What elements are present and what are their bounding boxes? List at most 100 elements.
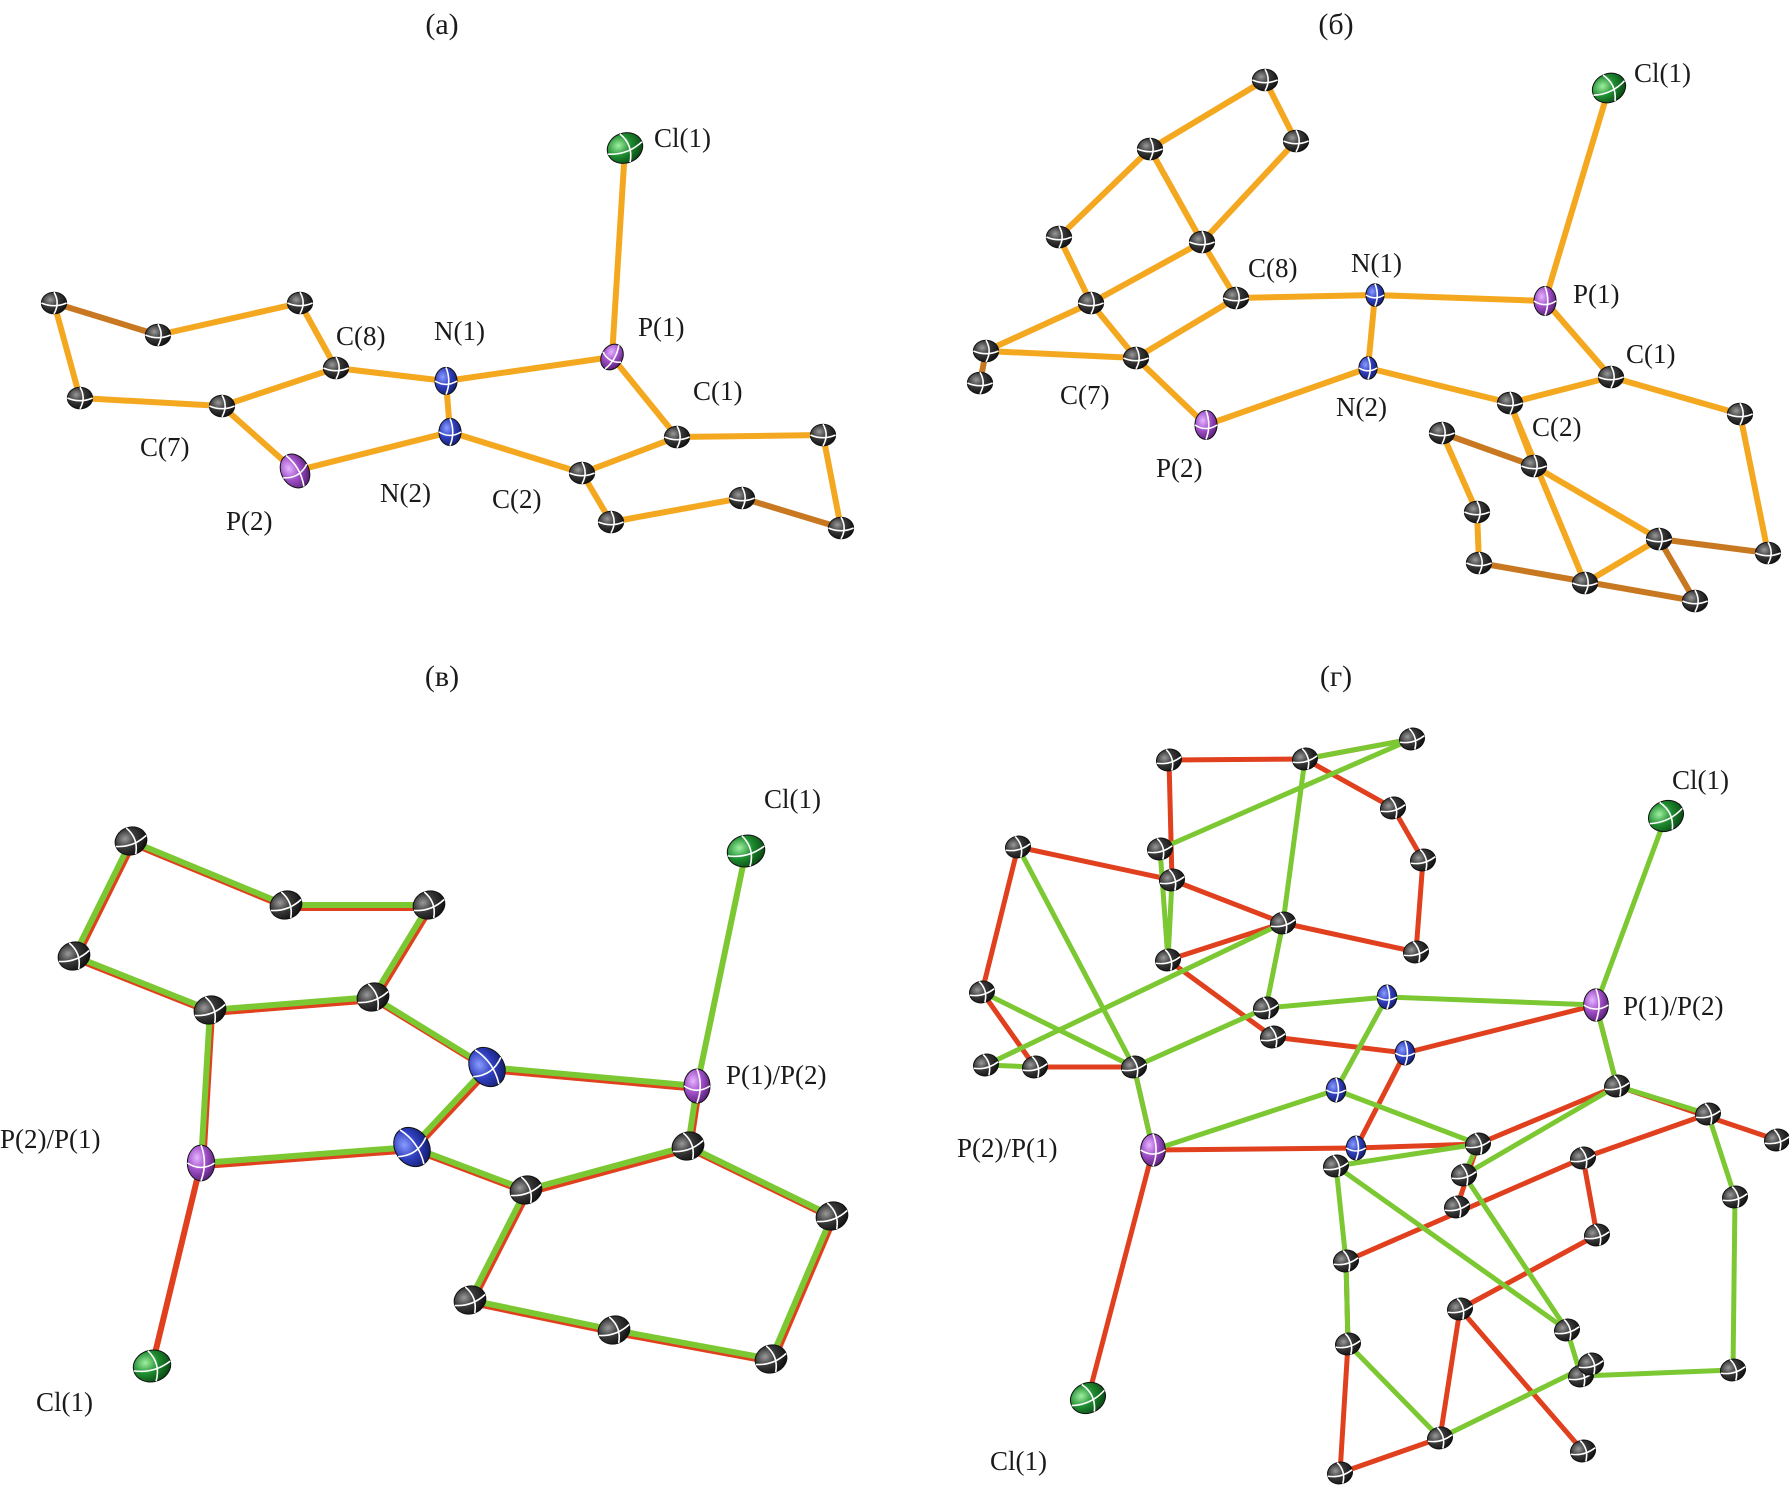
carbon-atom-b [1428,421,1456,445]
bond-green-d [1333,1163,1570,1333]
phosphorus-atom-a [279,453,311,489]
bond-green-c [370,994,490,1070]
bond-red-d [979,844,1021,995]
carbon-atom-a [568,461,596,485]
atom-label-c2: C(2) [492,484,542,514]
bond-a [609,145,628,360]
bond-green-d [1333,1141,1481,1169]
atom-label-n2: N(2) [380,478,431,508]
carbon-atom-a [208,394,236,418]
bond-red-c [525,1146,693,1196]
carbon-atom-a [597,510,625,534]
bond-b [1542,298,1614,380]
atom-label-c8: C(8) [1248,253,1298,283]
bond-a [51,300,83,401]
carbon-atom-a [144,323,172,347]
carbon-atom-c [114,826,148,856]
atom-label-c7: C(7) [140,432,190,462]
carbon-atom-d [1427,1426,1453,1450]
phosphorus-atom-c [683,1068,711,1104]
bond-green-d [1461,1083,1620,1178]
carbon-atom-c [269,890,303,920]
bond-green-c [198,1144,415,1166]
carbon-atom-b [966,371,994,395]
bond-green-d [1263,920,1286,1011]
bond-b [1365,365,1513,406]
atom-label-p1: P(1) [1573,279,1620,309]
carbon-atom-c [815,1201,849,1231]
carbon-atom-b [1597,365,1625,389]
panel-d-atom-labels: Cl(1) P(1)/P(2) P(2)/P(1) Cl(1) [957,765,1729,1476]
bond-b [1582,536,1662,586]
carbon-atom-b [1222,286,1250,310]
phosphorus-atom-b [1194,410,1218,440]
bond-b [983,348,1139,361]
carbon-atom-b [1754,541,1782,565]
carbon-atom-b [1045,225,1073,249]
carbon-atom-d [1604,1074,1630,1098]
carbon-atom-d [969,980,995,1004]
carbon-atom-c [356,982,390,1012]
bond-red-d [1457,1306,1586,1454]
carbon-atom-d [1465,1132,1491,1156]
atom-label-n1: N(1) [1351,248,1402,278]
bond-red-d [1302,756,1396,811]
bond-red-d [1150,1145,1359,1153]
bonds-layer [51,77,1780,1476]
bond-a [292,429,453,474]
atoms-layer [40,68,1789,1485]
atom-label-c8: C(8) [336,321,386,351]
carbon-atom-d [973,1053,999,1077]
bond-b [1147,146,1205,245]
bond-b [1133,295,1239,361]
carbon-atom-a [728,486,756,510]
bond-green-d [1333,1087,1481,1147]
carbon-atom-d [1005,835,1031,859]
bond-b [1056,234,1094,306]
carbon-atom-b [1077,291,1105,315]
bond-b [1531,463,1662,542]
bond-b [983,300,1094,354]
bond-b [1056,146,1153,240]
carbon-atom-d [1554,1318,1580,1342]
bond-green-d [1705,1111,1738,1200]
chlorine-atom-c [132,1349,172,1383]
bond-red-d [1169,877,1286,926]
phosphorus-atom-b [1533,286,1557,316]
bond-green-d [1384,994,1599,1008]
bond-red-c [200,1147,417,1169]
bond-green-c [685,1143,835,1219]
nitrogen-atom-c [468,1046,506,1088]
carbon-atom-a [40,291,68,315]
chlorine-atom-d [1069,1381,1107,1415]
atom-label-c1: C(1) [693,376,743,406]
bond-green-d [1165,877,1175,963]
bond-b [1542,85,1612,304]
atom-label-cl1-bottom: Cl(1) [36,1387,93,1417]
bond-a [674,432,826,440]
atom-label-p2-p1: P(2)/P(1) [0,1124,101,1154]
bond-green-c [370,902,432,1000]
nitrogen-atom-b [1365,283,1385,307]
phosphorus-atom-a [600,343,624,371]
carbon-atom-d [1451,1163,1477,1187]
panel-label-c: (в) [425,660,459,693]
carbon-atom-d [1333,1249,1359,1273]
carbon-atom-b [1520,454,1548,478]
carbon-atom-b [1282,129,1310,153]
carbon-atom-b [1251,68,1279,92]
carbon-atom-d [1403,940,1429,964]
carbon-atom-a [66,386,94,410]
bond-b [1656,536,1698,604]
bond-green-d [1015,844,1137,1070]
atom-label-p2: P(2) [1156,453,1203,483]
bond-a [51,300,161,338]
chlorine-atom-c [726,834,766,868]
bond-green-d [1333,1163,1349,1264]
bond-a [579,434,680,476]
bond-green-d [1614,1083,1711,1117]
bond-red-d [1402,1002,1599,1056]
bond-red-d [1580,1111,1711,1161]
atom-label-p1-p2: P(1)/P(2) [1623,991,1724,1021]
